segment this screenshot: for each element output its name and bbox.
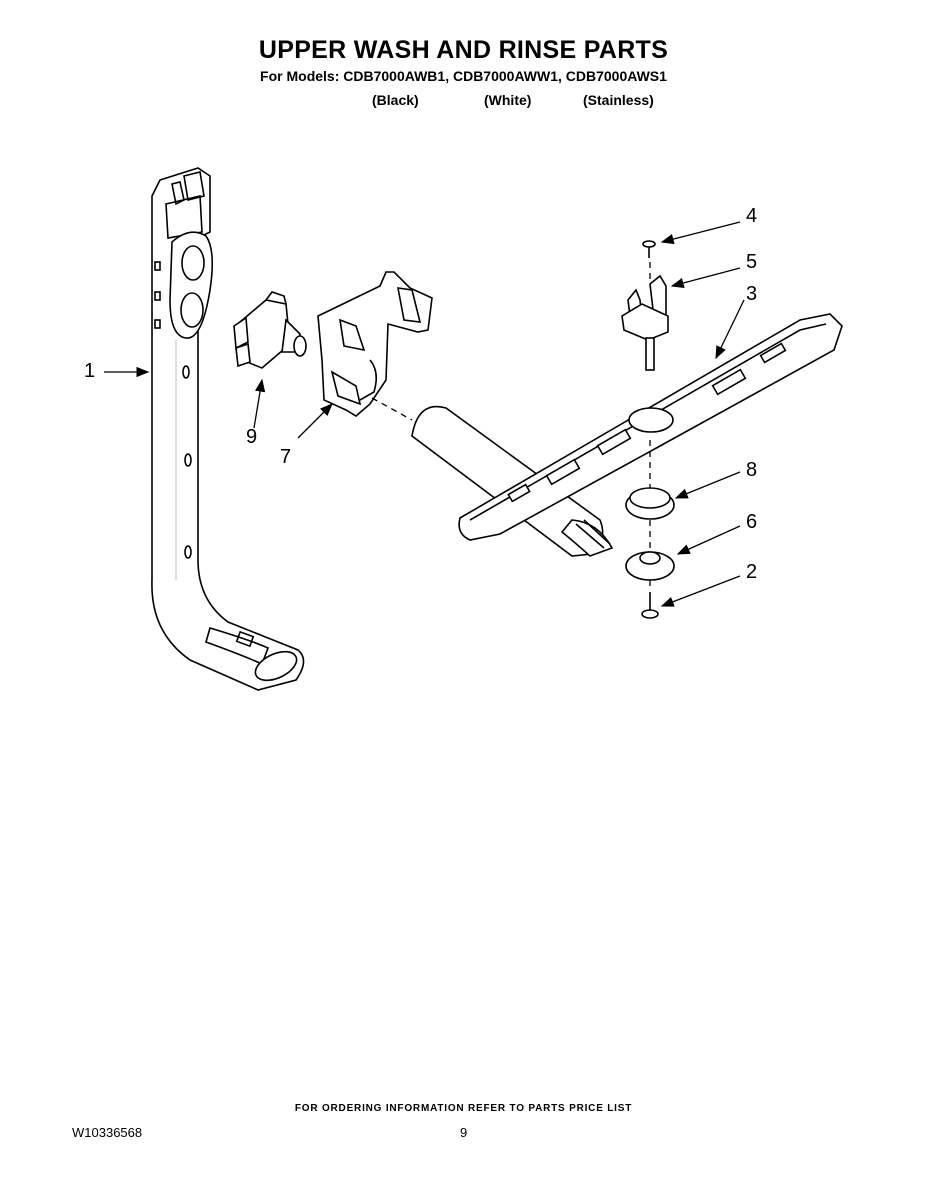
callout-4: 4 [746, 205, 758, 227]
callout-6: 6 [746, 511, 758, 533]
part-7-bracket [317, 271, 433, 417]
part-2-screw [641, 592, 659, 619]
part-5-retainer [621, 274, 669, 371]
variant-stainless: (Stainless) [583, 92, 654, 108]
part-1-supply-tube [151, 167, 305, 691]
variant-black: (Black) [372, 92, 419, 108]
models-line: For Models: CDB7000AWB1, CDB7000AWW1, CD… [260, 68, 667, 84]
part-3-spray-arm [411, 313, 843, 557]
variant-white: (White) [484, 92, 532, 108]
part-6-hub [625, 551, 675, 581]
part-4-screw [642, 240, 656, 258]
callout-5: 5 [746, 251, 758, 273]
ordering-note: FOR ORDERING INFORMATION REFER TO PARTS … [294, 1103, 633, 1114]
callout-7: 7 [280, 446, 292, 468]
callout-3: 3 [746, 283, 758, 305]
callout-1: 1 [84, 360, 96, 382]
leader-lines [104, 221, 745, 607]
part-8-seal [625, 487, 675, 520]
page-number: 9 [460, 1125, 468, 1140]
callout-8: 8 [746, 459, 758, 481]
page-title: UPPER WASH AND RINSE PARTS [258, 36, 669, 64]
part-9-diverter-motor [233, 291, 307, 369]
callout-2: 2 [746, 561, 758, 583]
callout-9: 9 [246, 426, 258, 448]
document-number: W10336568 [72, 1125, 143, 1140]
assembly-guide-lines [371, 262, 651, 590]
